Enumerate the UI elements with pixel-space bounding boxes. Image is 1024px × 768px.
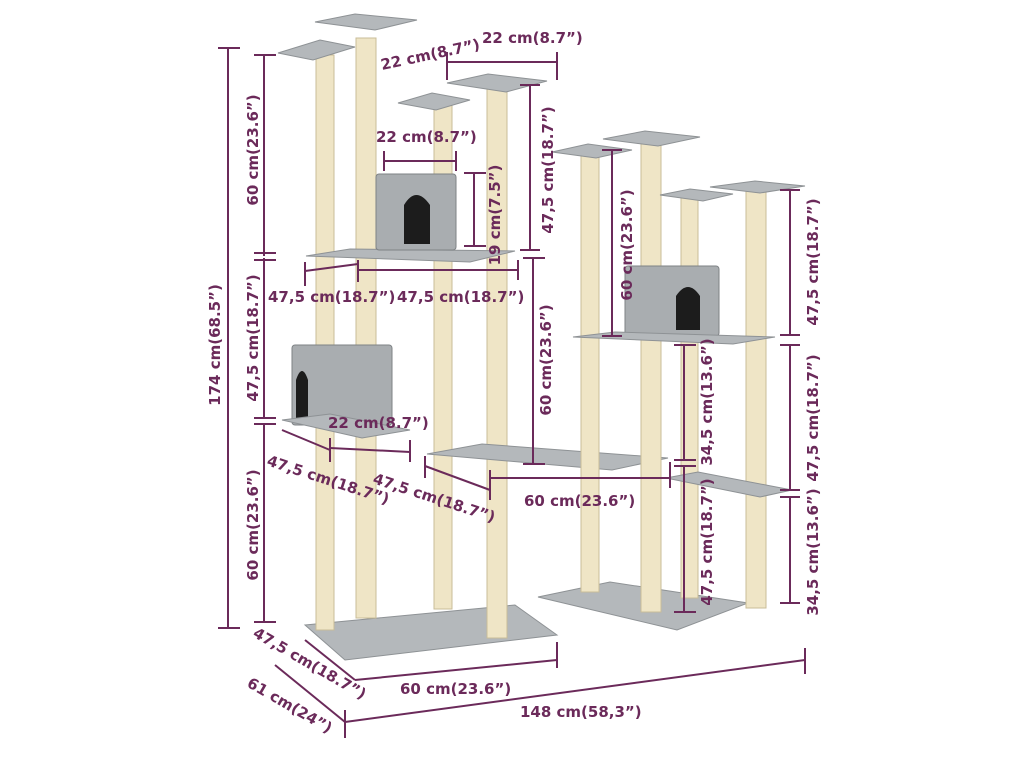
- label-right-step-height: 34,5 cm(13.6”): [698, 338, 716, 465]
- label-base-width: 60 cm(23.6”): [400, 680, 511, 698]
- top-perch: [277, 39, 356, 61]
- label-overall-width: 148 cm(58,3”): [520, 703, 642, 721]
- label-left-top-height: 60 cm(23.6”): [244, 94, 262, 205]
- dimension-lines: [218, 47, 806, 738]
- label-house-height: 19 cm(7.5”): [486, 165, 504, 266]
- label-mid-post-height: 47,5 cm(18.7”): [539, 106, 557, 233]
- top-perch: [446, 73, 548, 93]
- label-platform-a-depth: 47,5 cm(18.7”): [268, 288, 395, 306]
- house-entrance: [296, 371, 308, 420]
- right-house: [624, 265, 720, 337]
- top-perch: [314, 13, 418, 31]
- label-right-low-height: 47,5 cm(18.7”): [698, 478, 716, 605]
- upper-platform: [305, 248, 516, 263]
- label-left-low-height: 60 cm(23.6”): [244, 469, 262, 580]
- post: [745, 184, 767, 609]
- label-right-upper-height: 60 cm(23.6”): [618, 189, 636, 300]
- lower-platform: [281, 413, 411, 439]
- label-mid-platform-width: 60 cm(23.6”): [524, 492, 635, 510]
- label-house-width-top: 22 cm(8.7”): [376, 128, 477, 146]
- label-top-platform-b: 22 cm(8.7”): [482, 29, 583, 47]
- post: [640, 139, 662, 613]
- label-top-platform-a: 22 cm(8.7”): [379, 35, 481, 74]
- top-perch: [551, 143, 633, 159]
- post: [580, 151, 600, 593]
- top-perch: [659, 188, 734, 202]
- top-perch: [602, 130, 701, 147]
- label-far-right-top: 47,5 cm(18.7”): [804, 198, 822, 325]
- label-platform-a-width: 47,5 cm(18.7”): [397, 288, 524, 306]
- house-entrance: [676, 287, 700, 330]
- label-total-height: 174 cm(68.5”): [206, 284, 224, 406]
- label-far-right-mid: 47,5 cm(18.7”): [804, 354, 822, 481]
- label-overall-depth: 61 cm(24”): [244, 674, 335, 737]
- top-perch: [397, 92, 471, 111]
- label-left-mid-height: 47,5 cm(18.7”): [244, 274, 262, 401]
- left-base-platform: [303, 604, 559, 661]
- house-entrance: [404, 195, 430, 244]
- label-far-right-low: 34,5 cm(13.6”): [804, 488, 822, 615]
- top-perch: [709, 180, 806, 194]
- label-house-width-low: 22 cm(8.7”): [328, 414, 429, 432]
- post: [315, 54, 335, 631]
- right-upper-platform: [572, 331, 776, 345]
- post: [355, 37, 377, 619]
- middle-platform: [426, 443, 669, 471]
- label-center-post-height: 60 cm(23.6”): [537, 304, 555, 415]
